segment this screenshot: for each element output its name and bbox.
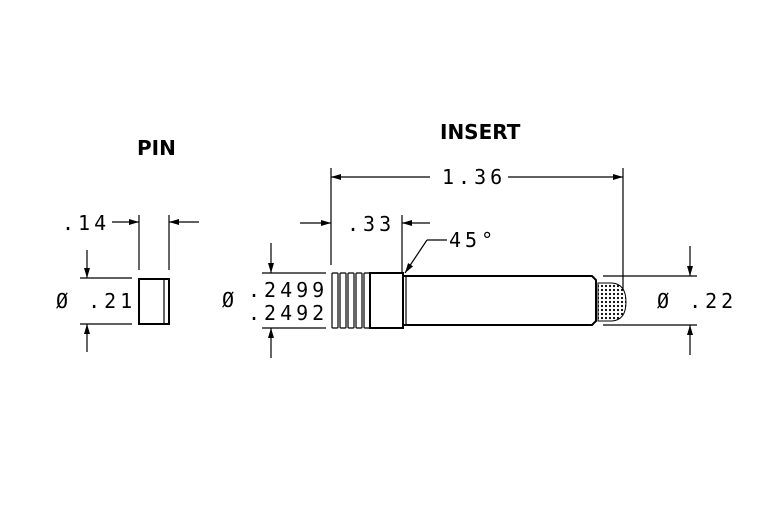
chamfer-angle-label: 45° [449,228,497,252]
pin-length-label: .14 [62,211,110,235]
chamfer-callout: 45° [404,228,497,274]
insert-knurl-length-label: .33 [347,212,395,236]
pin-body [138,278,170,325]
pin-diameter-dimension: Ø .21 [56,250,136,352]
insert-shank [402,275,597,326]
pin-diameter-label: Ø .21 [56,289,136,313]
insert-collar [369,272,404,329]
insert-title: INSERT [440,120,521,144]
insert-overall-length-dimension: 1.36 [330,165,624,300]
pin-view: PIN .14 Ø .21 [56,136,199,352]
insert-view: INSERT 1.36 .33 45° [222,120,737,358]
insert-knurl-section [331,272,371,329]
insert-overall-length-label: 1.36 [442,165,506,189]
insert-knurl-length-dimension: .33 [300,212,430,272]
insert-nose-tip [597,282,627,322]
shank-diameter-max: .2499 [248,278,328,302]
pin-title: PIN [137,136,176,160]
pin-length-dimension: .14 [62,211,199,270]
insert-body-diameter-dimension: Ø .22 [603,246,737,355]
body-diameter-label: Ø .22 [657,289,737,313]
shank-diameter-symbol: Ø [222,288,238,312]
insert-shank-diameter-dimension: Ø .2499 .2492 [222,243,328,358]
shank-diameter-min: .2492 [248,301,328,325]
